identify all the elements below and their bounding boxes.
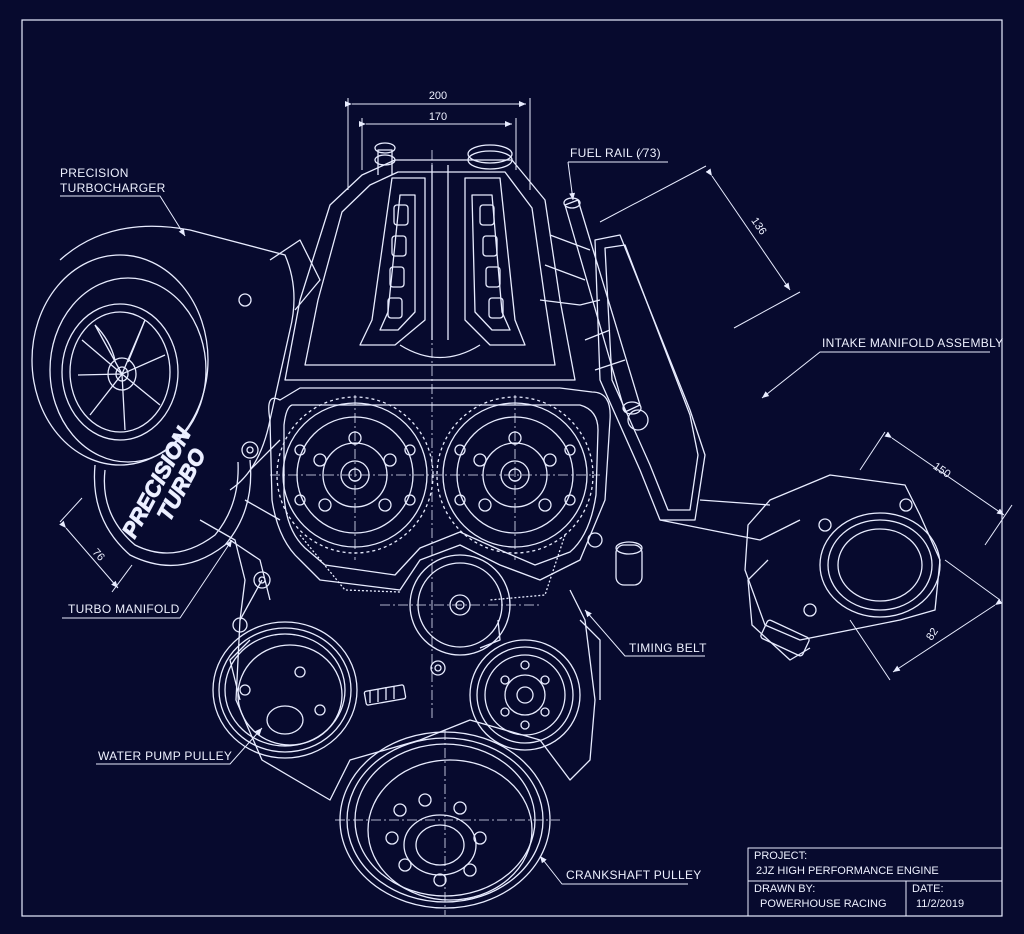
callout-fuel-rail: FUEL RAIL (⁄73) — [570, 146, 661, 160]
timing-belt — [299, 534, 566, 601]
callout-intake-manifold: INTAKE MANIFOLD ASSEMBLY — [822, 336, 1004, 350]
turbocharger — [31, 225, 321, 566]
title-block-grid — [747, 847, 1003, 917]
callout-turbo-manifold: TURBO MANIFOLD — [68, 602, 180, 616]
dim-throttle-bore: 82 — [924, 626, 941, 643]
dim-turbo-outlet: 76 — [90, 546, 107, 563]
dim-head-width: 170 — [429, 111, 447, 123]
dim-overall-width: 200 — [429, 90, 447, 102]
date-value: 11/2/2019 — [916, 898, 965, 910]
project-label: PROJECT: — [754, 850, 808, 862]
turbo-manifold — [199, 439, 281, 621]
throttle-body — [744, 474, 941, 661]
engine-block — [229, 532, 643, 801]
callout-timing-belt: TIMING BELT — [629, 641, 707, 655]
fuel-rail — [563, 197, 649, 431]
intake-manifold — [539, 234, 801, 541]
callout-turbocharger-line1: PRECISION — [60, 166, 129, 180]
drawn-by-label: DRAWN BY: — [754, 883, 816, 895]
callout-crankshaft-pulley: CRANKSHAFT PULLEY — [566, 868, 702, 882]
timing-cover — [268, 387, 611, 591]
callout-turbocharger-line2: TURBOCHARGER — [60, 181, 166, 195]
cam-cover — [284, 142, 576, 381]
drawn-by-value: POWERHOUSE RACING — [760, 898, 887, 910]
idler-pulley — [469, 639, 581, 751]
callout-water-pump-pulley: WATER PUMP PULLEY — [98, 749, 233, 763]
dimension-lines — [59, 98, 1013, 681]
project-value: 2JZ HIGH PERFORMANCE ENGINE — [756, 865, 939, 877]
date-label: DATE: — [912, 883, 944, 895]
leader-lines — [60, 161, 990, 885]
title-block: PROJECT: 2JZ HIGH PERFORMANCE ENGINE DRA… — [748, 848, 1002, 916]
water-pump-pulley — [212, 621, 358, 759]
center-lines — [270, 150, 600, 915]
